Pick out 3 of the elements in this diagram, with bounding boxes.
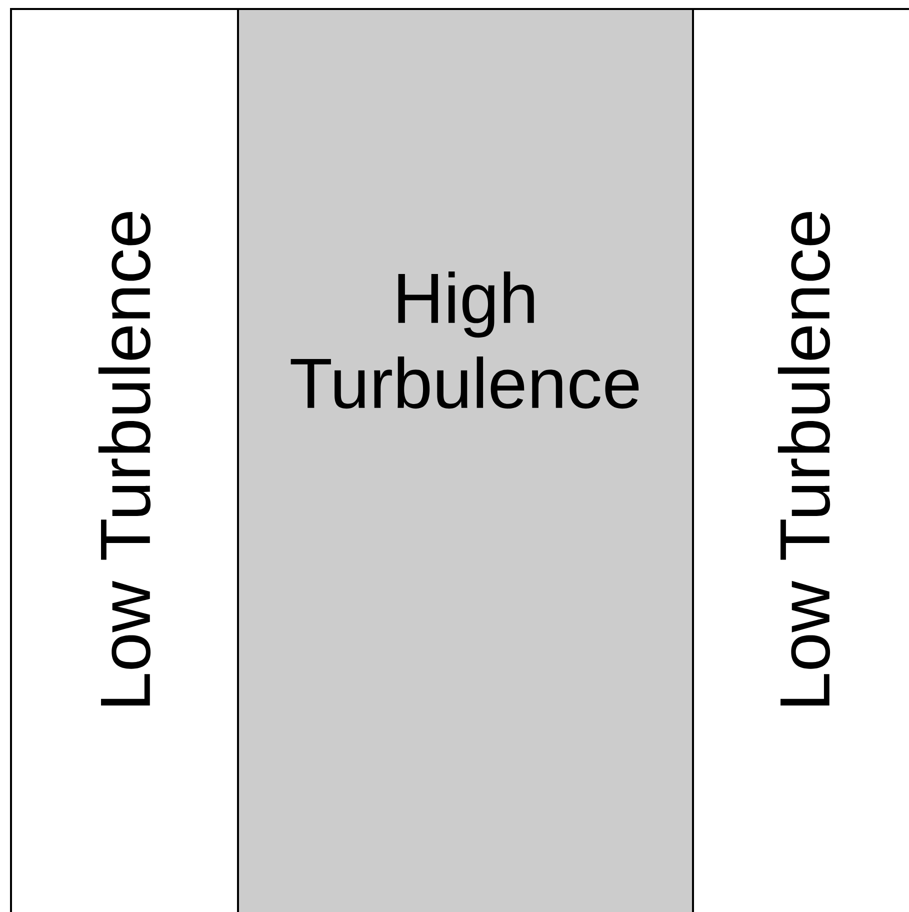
- band: Low Turbulence: [10, 8, 239, 912]
- band: Low Turbulence: [692, 8, 909, 912]
- band: High Turbulence: [237, 8, 694, 912]
